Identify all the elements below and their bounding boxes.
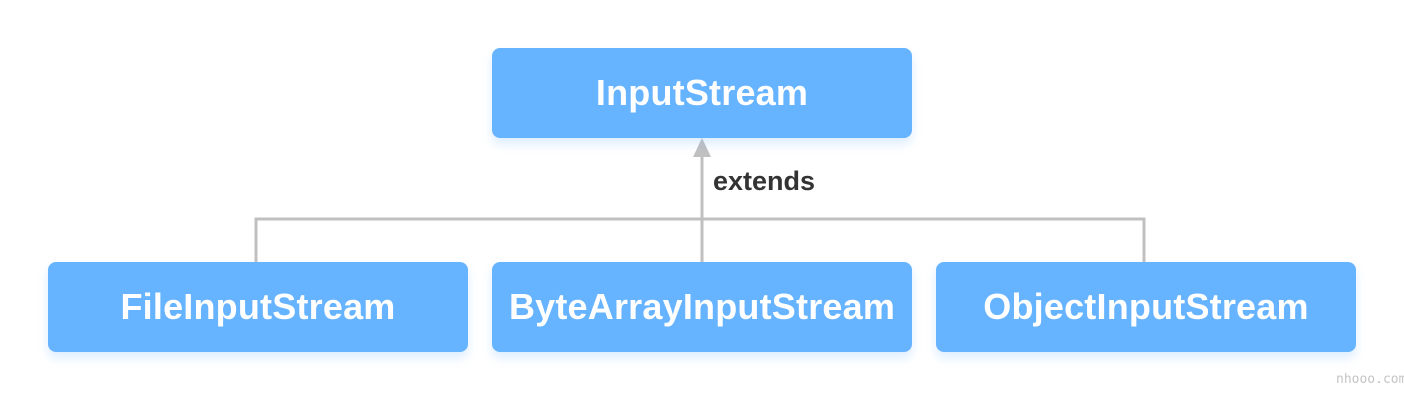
watermark: nhooo.com (1336, 372, 1404, 387)
fileinputstream-label: FileInputStream (120, 286, 396, 327)
extends-label: extends (713, 166, 816, 196)
objectinputstream-label: ObjectInputStream (983, 286, 1309, 327)
objectinputstream-box: ObjectInputStream (936, 262, 1356, 352)
fileinputstream-box: FileInputStream (48, 262, 468, 352)
bytearrayinputstream-label: ByteArrayInputStream (508, 286, 896, 327)
connector-horizontal (254, 217, 1146, 262)
bytearrayinputstream-box: ByteArrayInputStream (492, 262, 912, 352)
inputstream-label: InputStream (595, 72, 809, 113)
inputstream-box: InputStream (492, 48, 912, 138)
arrowhead-icon (693, 138, 711, 157)
